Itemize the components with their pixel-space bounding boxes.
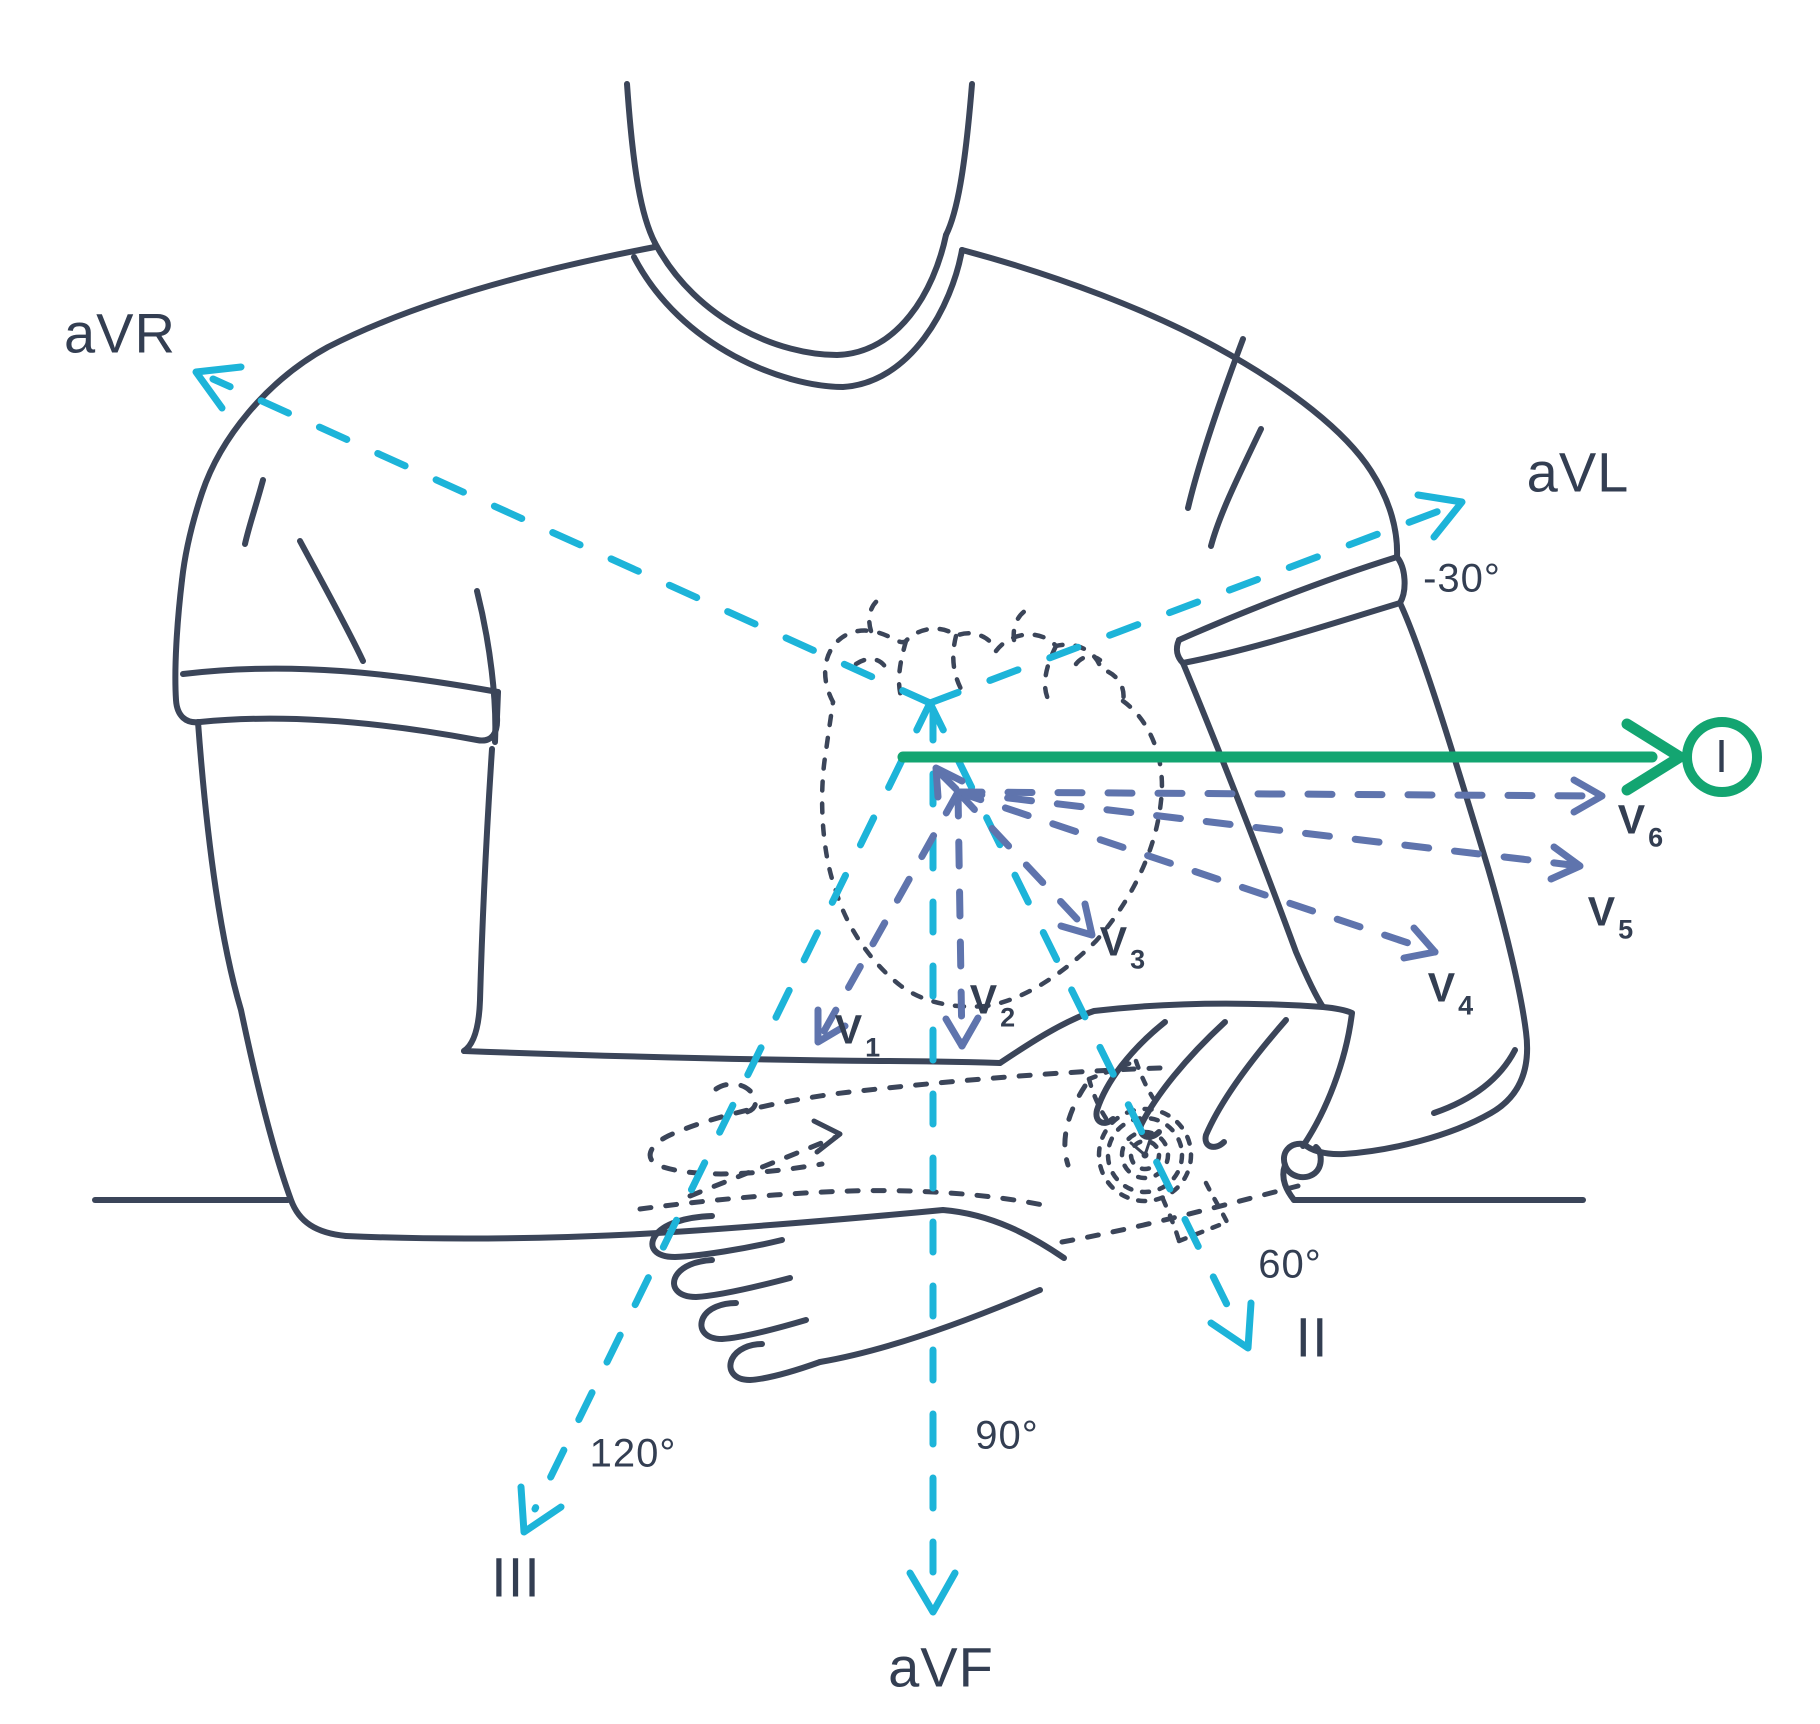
lead-arrow-avf	[906, 706, 959, 1616]
angle-label-avl: -30°	[1423, 556, 1501, 601]
lead-i-circle-badge	[1682, 717, 1762, 797]
angle-label-avf: 90°	[975, 1413, 1039, 1458]
lead-arrow-avr	[192, 363, 934, 707]
lead-arrow-v6	[954, 776, 1606, 816]
lead-label-ii: II	[1295, 1305, 1329, 1369]
lead-arrow-v2	[942, 788, 982, 1050]
lead-arrow-ii	[926, 699, 1255, 1352]
angle-label-ii: 60°	[1258, 1242, 1322, 1287]
lead-label-i: I	[1715, 730, 1729, 782]
lead-arrow-i	[897, 718, 1686, 796]
lead-arrow-v1	[814, 788, 962, 1046]
lead-label-v4: V4	[1427, 964, 1475, 1021]
lead-label-v3: V3	[1099, 918, 1147, 975]
lead-arrow-avl	[926, 491, 1466, 707]
lead-label-avr: aVR	[64, 301, 176, 365]
lead-label-avl: aVL	[1526, 440, 1630, 504]
lead-label-v5: V5	[1587, 888, 1635, 945]
lead-label-v1: V1	[834, 1006, 882, 1063]
precordial-fan-origin-arrow	[932, 764, 966, 801]
hidden-finger-arrow-icon	[811, 1118, 843, 1155]
lead-arrow-v3	[954, 788, 1096, 939]
lead-arrow-v5	[954, 788, 1584, 883]
angle-label-iii: 120°	[589, 1431, 677, 1476]
hands-outline	[649, 1000, 1355, 1383]
lead-arrow-v4	[954, 788, 1439, 962]
lead-label-iii: III	[491, 1545, 541, 1609]
lead-label-avf: aVF	[888, 1635, 994, 1699]
watch-hands-icon	[1129, 1135, 1153, 1159]
lead-label-v2: V2	[969, 976, 1017, 1033]
lead-label-v6: V6	[1617, 796, 1665, 853]
smartwatch-icon	[1086, 1058, 1230, 1244]
lead-arrow-iii	[517, 699, 934, 1536]
person-torso-outline	[172, 81, 1531, 1261]
